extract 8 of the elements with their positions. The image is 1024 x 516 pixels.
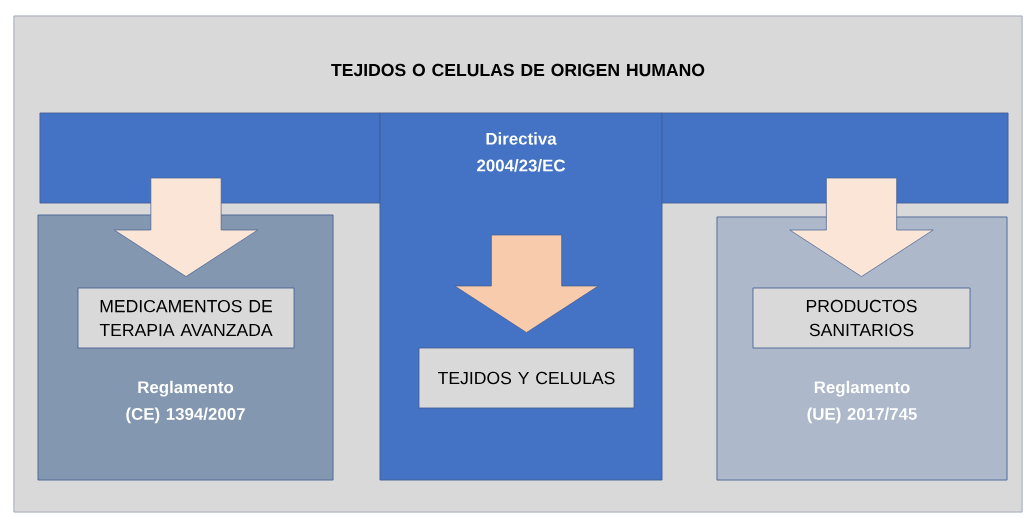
band bbox=[661, 112, 1009, 204]
category-box: PRODUCTOS SANITARIOS bbox=[752, 287, 971, 349]
block-arrow bbox=[454, 234, 599, 333]
category-box: TEJIDOS Y CELULAS bbox=[418, 347, 635, 409]
category-box: MEDICAMENTOS DE TERAPIA AVANZADA bbox=[77, 287, 295, 349]
block-arrow bbox=[789, 177, 934, 277]
band bbox=[39, 112, 381, 204]
block-arrow bbox=[113, 177, 259, 277]
